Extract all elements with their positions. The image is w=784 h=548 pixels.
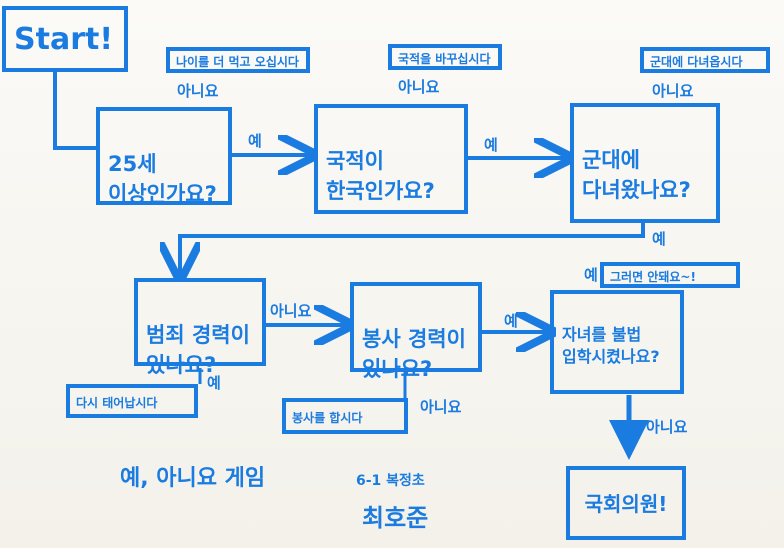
law-no-label: 아니요 (646, 418, 688, 436)
military-no-note: 군대에 다녀옵시다 (640, 47, 770, 73)
crime-no-label: 아니요 (270, 302, 312, 320)
volunteer-yes-label: 예 (504, 312, 518, 330)
volunteer-no-note: 봉사를 합시다 (282, 398, 408, 434)
nationality-yes-label: 예 (484, 136, 498, 154)
volunteer-question-box: 봉사 경력이 있나요? (350, 282, 482, 381)
law-yes-label: 예 (584, 266, 598, 284)
author-name: 최호준 (362, 504, 429, 532)
nationality-no-label: 아니요 (398, 78, 440, 96)
arrow-start-to-age (53, 72, 96, 150)
military-question-box: 군대에 다녀왔나요? (570, 103, 720, 223)
school-label: 6-1 복정초 (356, 473, 425, 489)
crime-question-text: 범죄 경력이 있나요? (146, 323, 250, 377)
law-question-box: 자녀를 불법 입학시켰나요? (550, 290, 684, 394)
crime-yes-note-text: 다시 태어납시다 (76, 396, 158, 410)
age-question-box: 25세 이상인가요? (96, 107, 232, 206)
nationality-no-note-text: 국적을 바꾸십시다 (398, 52, 491, 66)
law-yes-note-text: 그러면 안돼요~! (610, 270, 696, 284)
age-no-note: 나이를 더 먹고 오십시다 (166, 47, 310, 73)
volunteer-no-label: 아니요 (420, 398, 462, 416)
result-text: 국회의원! (584, 492, 668, 516)
volunteer-question-text: 봉사 경력이 있나요? (362, 327, 466, 381)
nationality-no-note: 국적을 바꾸십시다 (388, 44, 502, 70)
military-no-label: 아니요 (652, 82, 694, 100)
result-box: 국회의원! (566, 466, 686, 540)
start-box: Start! (2, 6, 128, 72)
military-no-note-text: 군대에 다녀옵시다 (650, 55, 743, 69)
law-question-text: 자녀를 불법 입학시켰나요? (562, 325, 660, 366)
military-question-text: 군대에 다녀왔나요? (582, 148, 691, 202)
crime-yes-note: 다시 태어납시다 (66, 384, 198, 418)
law-yes-note: 그러면 안돼요~! (600, 262, 740, 288)
age-no-label: 아니요 (177, 82, 219, 100)
military-yes-label: 예 (652, 230, 666, 248)
age-yes-label: 예 (248, 132, 262, 150)
start-label: Start! (14, 22, 114, 57)
nationality-question-box: 국적이 한국인가요? (314, 104, 468, 214)
age-no-note-text: 나이를 더 먹고 오십시다 (176, 55, 299, 69)
volunteer-no-note-text: 봉사를 합시다 (292, 411, 363, 425)
crime-yes-label: 예 (207, 374, 221, 392)
age-question-text: 25세 이상인가요? (108, 152, 217, 206)
game-title: 예, 아니요 게임 (120, 466, 266, 491)
nationality-question-text: 국적이 한국인가요? (326, 149, 435, 203)
arrow-military-to-crime (180, 223, 645, 274)
crime-question-box: 범죄 경력이 있나요? (134, 278, 266, 377)
